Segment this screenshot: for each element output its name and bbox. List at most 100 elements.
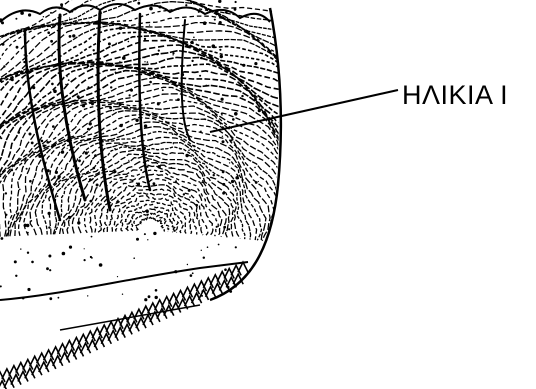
texture-speckle: [20, 248, 21, 249]
texture-speckle: [245, 87, 247, 89]
texture-speckle: [222, 140, 225, 143]
texture-speckle: [153, 232, 156, 235]
texture-speckle: [3, 65, 5, 67]
texture-speckle: [222, 171, 225, 174]
texture-speckle: [213, 174, 215, 176]
texture-speckle: [155, 289, 158, 292]
texture-speckle: [201, 182, 203, 184]
texture-speckle: [235, 1, 237, 3]
texture-speckle: [117, 276, 118, 277]
texture-speckle: [128, 41, 130, 43]
texture-speckle: [146, 210, 149, 213]
growth-ring: [0, 74, 322, 246]
texture-speckle: [5, 214, 7, 216]
texture-speckle: [145, 154, 147, 156]
texture-speckle: [77, 158, 78, 159]
texture-speckle: [129, 94, 131, 96]
texture-speckle: [115, 72, 117, 74]
texture-speckle: [191, 60, 193, 62]
texture-speckle: [89, 178, 92, 181]
texture-speckle: [149, 81, 152, 84]
texture-speckle: [52, 125, 55, 128]
texture-speckle: [200, 57, 203, 60]
texture-speckle: [114, 148, 116, 150]
texture-speckle: [69, 17, 70, 18]
texture-speckle: [214, 19, 216, 21]
texture-speckle: [235, 176, 238, 179]
texture-speckle: [114, 170, 117, 173]
texture-speckle: [27, 288, 30, 291]
texture-speckle: [189, 196, 191, 198]
texture-speckle: [235, 246, 237, 248]
texture-speckle: [223, 226, 226, 229]
texture-speckle: [47, 31, 50, 34]
texture-speckle: [255, 181, 258, 184]
texture-speckle: [69, 35, 72, 38]
texture-speckle: [137, 2, 140, 5]
texture-speckle: [221, 114, 222, 115]
texture-speckle: [61, 150, 64, 153]
texture-speckle: [93, 167, 96, 170]
texture-speckle: [37, 195, 39, 197]
texture-speckle: [94, 154, 97, 157]
texture-speckle: [136, 238, 139, 241]
texture-speckle: [25, 118, 26, 119]
texture-speckle: [137, 183, 140, 186]
growth-ring: [126, 209, 175, 233]
texture-speckle: [157, 202, 159, 204]
texture-speckle: [119, 61, 120, 62]
texture-speckle: [60, 3, 63, 6]
texture-speckle: [57, 195, 59, 197]
texture-speckle: [17, 131, 20, 134]
texture-speckle: [67, 76, 68, 77]
texture-speckle: [15, 275, 17, 277]
texture-speckle: [153, 182, 156, 185]
texture-speckle: [77, 95, 80, 98]
texture-speckle: [147, 61, 149, 63]
texture-speckle: [219, 21, 222, 24]
texture-speckle: [50, 40, 53, 43]
texture-speckle: [207, 246, 209, 248]
texture-speckle: [28, 13, 31, 16]
texture-speckle: [170, 167, 172, 169]
texture-speckle: [258, 181, 259, 182]
texture-speckle: [43, 16, 44, 17]
texture-speckle: [109, 106, 112, 109]
texture-speckle: [200, 131, 202, 133]
texture-speckle: [147, 239, 148, 240]
texture-speckle: [55, 171, 58, 174]
texture-speckle: [122, 294, 123, 295]
texture-speckle: [48, 226, 50, 228]
texture-speckle: [65, 84, 66, 85]
texture-speckle: [144, 57, 145, 58]
texture-speckle: [88, 151, 90, 153]
texture-speckle: [110, 219, 112, 221]
texture-speckle: [11, 78, 14, 81]
texture-speckle: [89, 122, 92, 125]
texture-speckle: [122, 56, 126, 60]
texture-speckle: [205, 85, 207, 87]
fish-scale-body: [0, 0, 418, 301]
texture-speckle: [87, 128, 90, 131]
texture-speckle: [149, 25, 150, 26]
texture-speckle: [0, 285, 2, 287]
growth-ring: [0, 64, 342, 248]
radial-grooves: [25, 12, 190, 220]
texture-speckle: [62, 252, 66, 256]
texture-speckle: [0, 137, 2, 139]
texture-speckle: [175, 180, 177, 182]
scale-base-edge: [0, 262, 248, 300]
texture-speckle: [173, 230, 175, 232]
texture-speckle: [85, 152, 88, 155]
texture-speckle: [29, 180, 32, 183]
texture-speckle: [113, 110, 114, 111]
texture-speckle: [128, 160, 129, 161]
texture-speckle: [140, 169, 142, 171]
texture-speckle: [84, 259, 86, 261]
texture-speckle: [99, 226, 100, 227]
texture-speckle: [144, 61, 145, 62]
texture-speckle: [27, 252, 29, 254]
texture-speckle: [29, 133, 32, 136]
texture-speckle: [108, 42, 111, 45]
